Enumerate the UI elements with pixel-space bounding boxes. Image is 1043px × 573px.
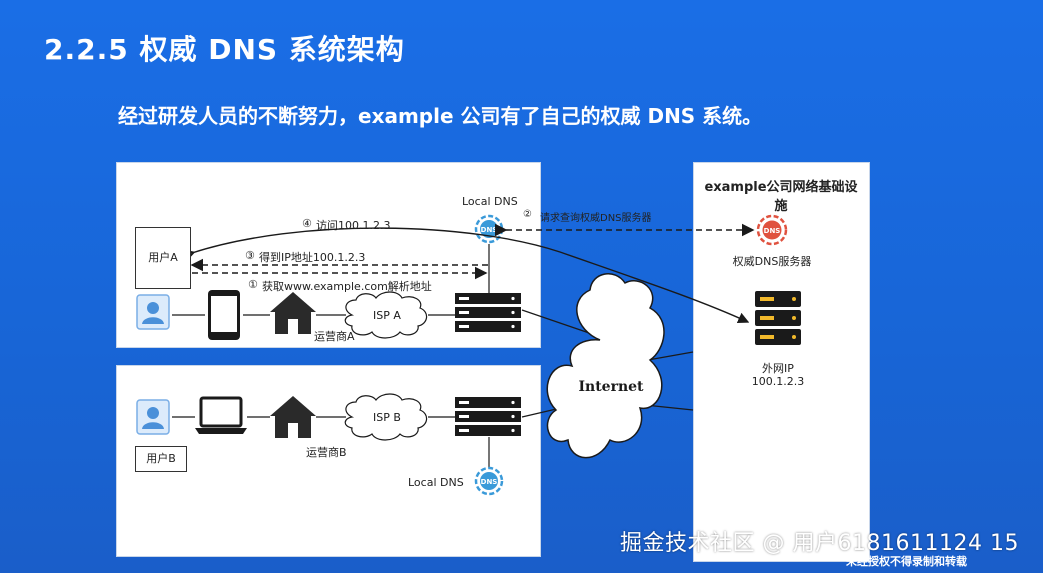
dns-icon: DNS: [756, 214, 788, 246]
step3-label: 得到IP地址100.1.2.3: [259, 251, 366, 264]
watermark-main: 掘金技术社区 @ 用户6181611124 15: [620, 531, 1019, 556]
local-dns-top-label: Local DNS: [462, 195, 518, 208]
step1-label: 获取www.example.com解析地址: [262, 280, 432, 293]
step2-label: 请求查询权威DNS服务器: [540, 213, 652, 224]
dns-icon: DNS: [474, 214, 504, 244]
step2-number: ②: [523, 209, 532, 220]
link-internet-corp: [647, 351, 694, 361]
carrier-b-label: 运营商B: [306, 446, 347, 459]
watermark-sub: 未经授权不得录制和转载: [846, 555, 967, 568]
slide-subtitle: 经过研发人员的不断努力，example 公司有了自己的权威 DNS 系统。: [118, 104, 763, 128]
server-icon: [455, 293, 521, 332]
phone-icon: [208, 290, 240, 340]
carrier-a-label: 运营商A: [314, 330, 355, 343]
user-a-box: 用户A: [135, 227, 191, 289]
house-icon: [270, 396, 316, 438]
user-icon: [136, 399, 170, 435]
isp-a-label: ISP A: [373, 309, 401, 322]
dns-icon: DNS: [474, 466, 504, 496]
local-dns-bottom-label: Local DNS: [408, 476, 464, 489]
house-icon: [270, 292, 316, 334]
corp-title: example公司网络基础设施: [704, 180, 858, 214]
slide-title: 2.2.5 权威 DNS 系统架构: [44, 33, 405, 66]
dns-badge-label: DNS: [481, 226, 498, 234]
laptop-icon: [195, 396, 247, 434]
internet-label: Internet: [578, 379, 644, 395]
user-icon: [136, 294, 170, 330]
server-icon: [455, 397, 521, 436]
server-icon: [755, 291, 801, 345]
step3-number: ③: [245, 249, 255, 262]
auth-dns-label: 权威DNS服务器: [732, 255, 812, 268]
user-b-box: 用户B: [135, 446, 187, 472]
dns-badge-label: DNS: [481, 478, 498, 486]
cloud-icon: [344, 393, 428, 441]
arrow-step4: [192, 227, 748, 322]
public-ip-label: 外网IP: [762, 362, 794, 375]
dns-badge-label: DNS: [764, 227, 781, 235]
cloud-icon: [546, 273, 665, 459]
step4-label: 访问100.1.2.3: [316, 219, 391, 232]
isp-b-label: ISP B: [373, 411, 401, 424]
public-ip-value: 100.1.2.3: [751, 375, 805, 388]
step4-number: ④: [302, 217, 312, 230]
step1-number: ①: [248, 278, 258, 291]
